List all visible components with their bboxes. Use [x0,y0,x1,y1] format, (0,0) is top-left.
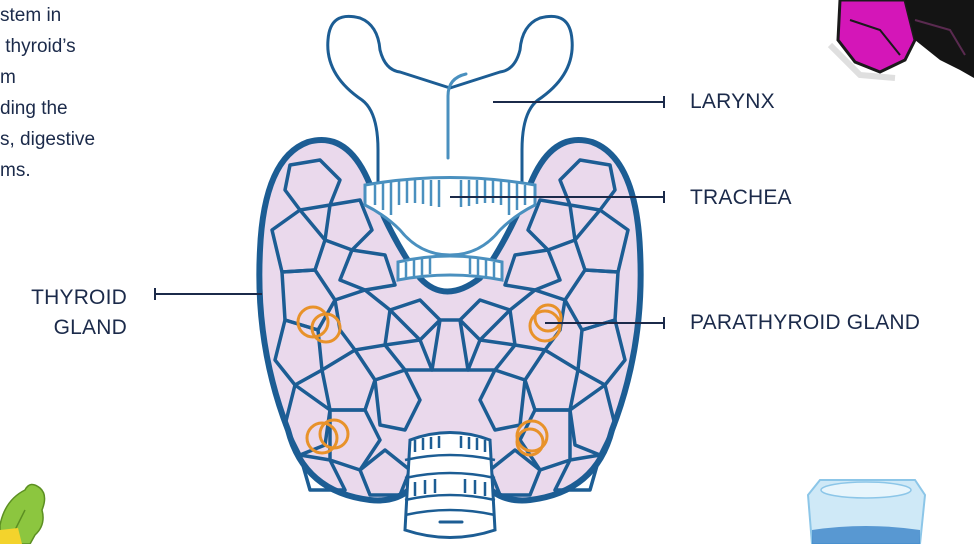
leaf-icon [0,484,45,544]
larynx-label: LARYNX [690,90,775,114]
thyroid-label-line2: GLAND [0,313,127,343]
trachea-label: TRACHEA [690,186,792,210]
water-glass-icon [808,480,925,544]
parathyroid-label: PARATHYROID GLAND [690,311,920,335]
thyroid-label-line1: THYROID [0,283,127,313]
butterfly-icon [830,0,974,78]
thyroid-gland-label: THYROID GLAND [0,283,127,343]
